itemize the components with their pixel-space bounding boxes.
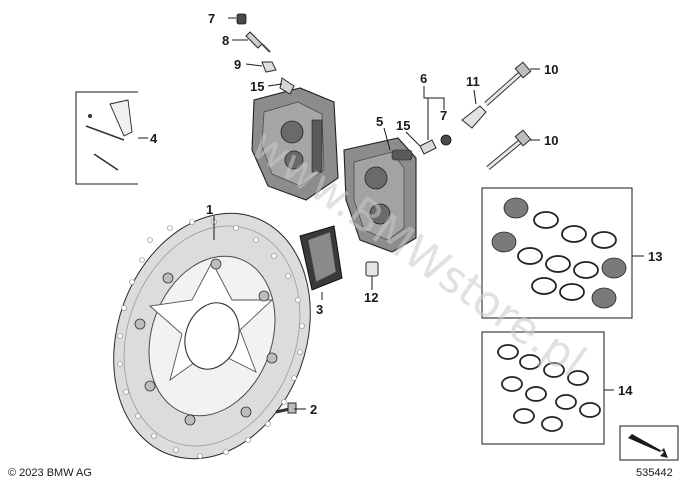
box-seal-kit: [481, 187, 633, 319]
caliper-bolt-lower: [486, 129, 532, 170]
box-pad-retaining-kit: [75, 91, 138, 185]
leader-lines: [138, 17, 644, 410]
brake-caliper-upper: [251, 87, 339, 201]
callout-2: 2: [310, 402, 317, 417]
brake-caliper-lower: [343, 137, 417, 253]
callout-7-lower: 7: [440, 108, 447, 123]
box-o-ring-kit: [481, 331, 605, 445]
disc-bolt: [275, 402, 297, 414]
disc-ventilation-holes: [117, 219, 305, 459]
bleeder-parts-lower: [419, 105, 487, 155]
callout-8: 8: [222, 33, 229, 48]
callout-10-lower: 10: [544, 133, 558, 148]
brake-pad: [299, 225, 343, 291]
guide-pin: [365, 261, 379, 277]
brake-disc: [113, 212, 311, 460]
callout-7-upper: 7: [208, 11, 215, 26]
bleeder-valve-set: [236, 13, 295, 95]
callout-9: 9: [234, 57, 241, 72]
copyright-text: © 2023 BMW AG: [8, 467, 92, 479]
direction-arrow-icon: [619, 425, 679, 461]
caliper-bolt-upper: [484, 61, 532, 106]
disc-floating-rivets: [134, 258, 278, 426]
callout-4: 4: [150, 131, 158, 146]
callout-12: 12: [364, 290, 378, 305]
callout-3: 3: [316, 302, 323, 317]
callout-13: 13: [648, 249, 662, 264]
callout-6: 6: [420, 71, 427, 86]
callout-10-upper: 10: [544, 62, 558, 77]
callout-14: 14: [618, 383, 633, 398]
callout-15-upper: 15: [250, 79, 264, 94]
callout-11: 11: [466, 74, 480, 89]
image-number: 535442: [636, 467, 673, 479]
callout-15-lower: 15: [396, 118, 410, 133]
callout-1: 1: [206, 202, 213, 217]
callout-5: 5: [376, 114, 383, 129]
callout-labels: 1 2 3 4 5 6 7 7 8 9 10 10 11 12 13 14 15…: [150, 11, 662, 417]
